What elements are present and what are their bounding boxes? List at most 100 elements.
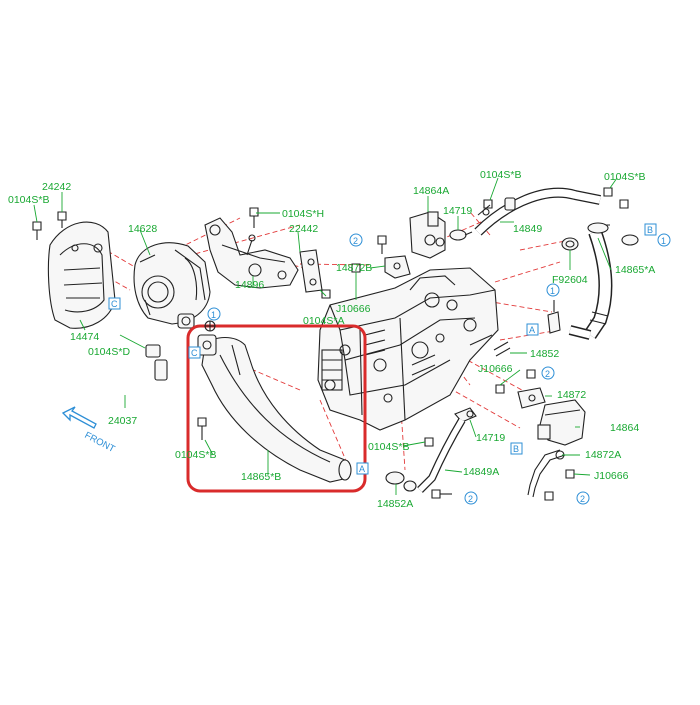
nut-j10666-a xyxy=(351,263,361,273)
label-f92604: F92604 xyxy=(552,274,588,286)
engine-block xyxy=(317,267,499,431)
bolt-2-bottom-right xyxy=(544,491,554,501)
label-14628: 14628 xyxy=(128,223,157,235)
label-24242: 24242 xyxy=(42,181,71,193)
ref-box-c-left: C xyxy=(108,297,121,310)
svg-text:2: 2 xyxy=(580,494,585,504)
label-14864a: 14864A xyxy=(413,185,449,197)
nut-j10666-c xyxy=(565,469,575,479)
bolt-0104sh xyxy=(249,207,259,228)
label-0104sb-top: 0104S*B xyxy=(480,169,521,181)
turbo-heat-shield-14474 xyxy=(47,221,116,329)
ref-markers: 1 1 1 2 2 2 2 C xyxy=(108,223,671,505)
svg-text:B: B xyxy=(513,444,519,454)
part-labels: 24242 0104S*B 14628 0104S*H 22442 14864A… xyxy=(8,169,655,510)
bracket-14872 xyxy=(517,387,546,409)
label-14719-top: 14719 xyxy=(443,205,472,217)
label-22442: 22442 xyxy=(289,223,318,235)
turbocharger-14628 xyxy=(133,242,211,329)
ref-circle-1-right: 1 xyxy=(546,283,560,297)
label-0104sh: 0104S*H xyxy=(282,208,324,220)
ref-box-b-top-right: B xyxy=(644,223,657,236)
bolt-0104sb-middle xyxy=(424,437,434,447)
label-14719-middle: 14719 xyxy=(476,432,505,444)
hose-end-right xyxy=(568,325,592,340)
label-14872: 14872 xyxy=(557,389,586,401)
bolt-0104sa xyxy=(321,289,331,299)
svg-text:2: 2 xyxy=(353,236,358,246)
bolt-0104sb-duct xyxy=(197,417,207,440)
svg-text:A: A xyxy=(359,464,365,474)
svg-text:1: 1 xyxy=(211,310,216,320)
bolt-0104sb-top xyxy=(483,199,493,209)
clamp-1-duct xyxy=(204,320,216,332)
bracket-22442 xyxy=(299,249,323,293)
nut-j10666-b xyxy=(495,384,505,394)
label-14896: 14896 xyxy=(235,279,264,291)
clamp-b xyxy=(621,234,639,246)
svg-text:1: 1 xyxy=(661,236,666,246)
bolt-24242 xyxy=(57,211,67,228)
svg-text:1: 1 xyxy=(550,286,555,296)
label-14872b: 14872B xyxy=(336,262,372,274)
label-14849: 14849 xyxy=(513,223,542,235)
ref-circle-2-bottom-center: 2 xyxy=(464,491,478,505)
ref-circle-2-mid-right: 2 xyxy=(541,366,555,380)
label-14852a: 14852A xyxy=(377,498,413,510)
bolt-0104sb-left xyxy=(32,221,42,240)
bracket-14896 xyxy=(204,217,299,289)
ref-circle-1-top: 1 xyxy=(207,307,221,321)
ref-box-a-right: A xyxy=(526,323,539,336)
label-0104sb-middle: 0104S*B xyxy=(368,441,409,453)
label-0104sb-top-left: 0104S*B xyxy=(8,194,49,206)
svg-text:B: B xyxy=(647,225,653,235)
solenoid-14864 xyxy=(537,399,586,446)
label-14852: 14852 xyxy=(530,348,559,360)
ref-box-b-bottom: B xyxy=(510,442,523,455)
oil-pipe-24037 xyxy=(102,344,168,398)
pipe-bracket-14872a xyxy=(527,449,566,498)
svg-text:C: C xyxy=(191,348,198,358)
bracket-14872b xyxy=(384,255,411,279)
front-arrow-icon xyxy=(61,406,97,429)
svg-text:A: A xyxy=(529,325,535,335)
bolt-2-right xyxy=(526,369,536,379)
ref-circle-2-bottom-right: 2 xyxy=(576,491,590,505)
svg-text:2: 2 xyxy=(545,369,550,379)
svg-text:2: 2 xyxy=(468,494,473,504)
bolt-2-near-14872b xyxy=(377,235,387,254)
ref-box-c-duct: C xyxy=(188,346,201,359)
label-j10666-bottom: J10666 xyxy=(594,470,629,482)
highlight-box xyxy=(186,324,367,493)
label-0104sb-left: 0104S*B xyxy=(175,449,216,461)
label-24037: 24037 xyxy=(108,415,137,427)
label-j10666-middle: J10666 xyxy=(478,363,513,375)
label-14849a: 14849A xyxy=(463,466,499,478)
label-0104sb-top-right: 0104S*B xyxy=(604,171,645,183)
assembly-dashed-lines xyxy=(59,204,571,471)
intake-duct-14865b xyxy=(197,334,352,483)
label-0104sa: 0104S*A xyxy=(303,315,344,327)
clamp-14719-top xyxy=(449,229,473,241)
label-j10666-top: J10666 xyxy=(336,303,371,315)
hose-14865a xyxy=(584,222,613,339)
ref-box-a-bottom: A xyxy=(356,462,369,475)
bolt-2-bottom-center xyxy=(431,489,452,499)
grommet-f92604 xyxy=(561,237,579,251)
tube-14852 xyxy=(493,341,511,357)
ref-circle-1-far-right: 1 xyxy=(657,233,671,247)
label-0104sd: 0104S*D xyxy=(88,346,130,358)
leader-lines xyxy=(33,177,618,495)
svg-text:C: C xyxy=(111,299,118,309)
label-14474: 14474 xyxy=(70,331,99,343)
label-14864: 14864 xyxy=(610,422,639,434)
clip-right xyxy=(547,300,561,334)
label-14865b: 14865*B xyxy=(241,471,281,483)
bolt-0104sb-topright xyxy=(603,187,629,209)
gasket-14852a xyxy=(385,471,417,492)
label-14872a: 14872A xyxy=(585,449,621,461)
ref-circle-2-left: 2 xyxy=(349,233,363,247)
hose-14849 xyxy=(474,187,601,236)
